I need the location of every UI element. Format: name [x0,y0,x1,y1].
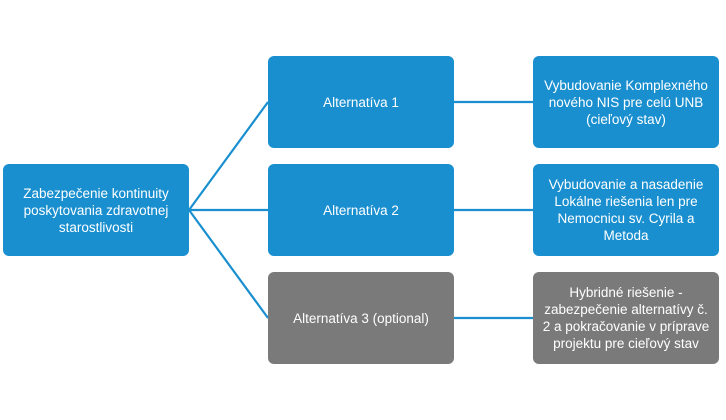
alternative-1-node: Alternatíva 1 [268,56,454,148]
outcome-3-label: Hybridné riešenie - zabezpečenie alterna… [542,285,710,351]
outcome-1-node: Vybudovanie Komplexného nového NIS pre c… [533,56,719,148]
outcome-2-node: Vybudovanie a nasadenie Lokálne riešenia… [533,164,719,256]
connector-root-alt1 [188,101,269,211]
outcome-1-label: Vybudovanie Komplexného nového NIS pre c… [544,77,708,127]
root-node: Zabezpečenie kontinuity poskytovania zdr… [3,164,189,256]
alternative-2-label: Alternatíva 2 [323,202,399,218]
alternative-1-label: Alternatíva 1 [323,94,399,110]
outcome-2-label: Vybudovanie a nasadenie Lokálne riešenia… [548,177,704,243]
root-node-label: Zabezpečenie kontinuity poskytovania zdr… [23,185,169,235]
outcome-3-node: Hybridné riešenie - zabezpečenie alterna… [533,272,719,364]
alternative-2-node: Alternatíva 2 [268,164,454,256]
connector-root-alt3 [188,209,269,319]
alternative-3-label: Alternatíva 3 (optional) [293,310,429,326]
alternative-3-node: Alternatíva 3 (optional) [268,272,454,364]
